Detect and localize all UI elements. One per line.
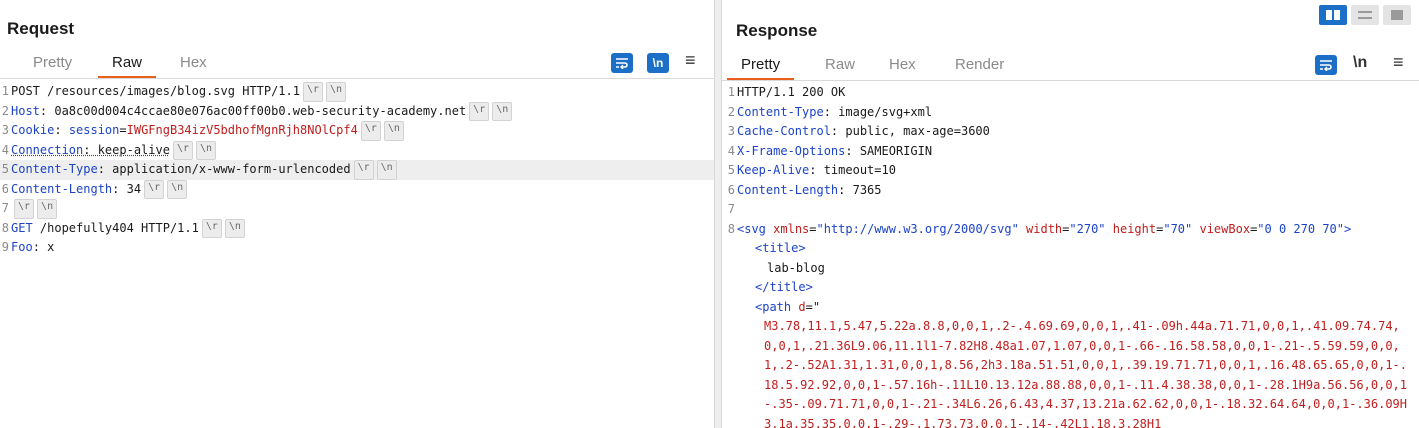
code-line-highlighted: 5 Content-Type: application/x-www-form-u…	[0, 160, 714, 180]
menu-icon[interactable]: ≡	[685, 50, 696, 70]
response-tab-render[interactable]: Render	[955, 56, 1005, 73]
code-line: 8 <svg xmlns="http://www.w3.org/2000/svg…	[727, 221, 1352, 236]
code-line: 4 Connection: keep-alive\r\n	[0, 140, 714, 160]
request-title: Request	[7, 19, 75, 38]
code-line: 2 Host: 0a8c00d004c4ccae80e076ac00ff00b0…	[0, 101, 714, 121]
code-line: <title>	[755, 241, 806, 255]
request-tab-raw[interactable]: Raw	[97, 54, 157, 78]
request-tabbar: Pretty Raw Hex \n ≡	[0, 48, 714, 79]
response-title: Response	[736, 21, 818, 40]
response-tab-pretty[interactable]: Pretty	[726, 56, 795, 80]
code-line: 9 Foo: x	[1, 240, 55, 254]
code-line: 1 POST /resources/images/blog.svg HTTP/1…	[0, 82, 714, 102]
menu-icon[interactable]: ≡	[1393, 52, 1404, 72]
response-tab-hex[interactable]: Hex	[889, 56, 916, 73]
code-line: 3 Cookie: session=IWGFngB34izV5bdhofMgnR…	[0, 121, 714, 141]
svg-path-data: M3.78,11.1,5.47,5.22a.8.8,0,0,1,.2-.4.69…	[764, 319, 1407, 428]
response-tab-raw[interactable]: Raw	[825, 56, 856, 73]
request-panel: Request Pretty Raw Hex \n ≡ 1 POST /reso…	[0, 19, 714, 258]
code-line: 6 Content-Length: 34\r\n	[0, 179, 714, 199]
request-tab-pretty[interactable]: Pretty	[33, 54, 73, 71]
split-horizontal-icon[interactable]	[1319, 5, 1347, 25]
code-line: 7 \r\n	[0, 199, 714, 219]
newline-toggle-icon[interactable]: \n	[1353, 54, 1368, 71]
code-line: lab-blog	[767, 260, 825, 275]
response-tabbar: Pretty Raw Hex Render \n ≡	[722, 50, 1419, 81]
wrap-lines-icon[interactable]	[611, 53, 633, 73]
pane-divider[interactable]	[714, 0, 722, 428]
code-line: </title>	[755, 280, 813, 294]
request-tab-hex[interactable]: Hex	[180, 54, 207, 71]
wrap-lines-icon[interactable]	[1315, 55, 1337, 75]
layout-toggle-group	[1319, 5, 1411, 25]
single-pane-icon[interactable]	[1383, 5, 1411, 25]
newline-toggle-icon[interactable]: \n	[647, 53, 669, 73]
code-line: 7	[727, 202, 735, 216]
split-vertical-icon[interactable]	[1351, 5, 1379, 25]
code-line: <path d="	[755, 299, 821, 314]
request-editor[interactable]: 1 POST /resources/images/blog.svg HTTP/1…	[0, 82, 714, 258]
code-line: 8 GET /hopefully404 HTTP/1.1\r\n	[0, 218, 714, 238]
